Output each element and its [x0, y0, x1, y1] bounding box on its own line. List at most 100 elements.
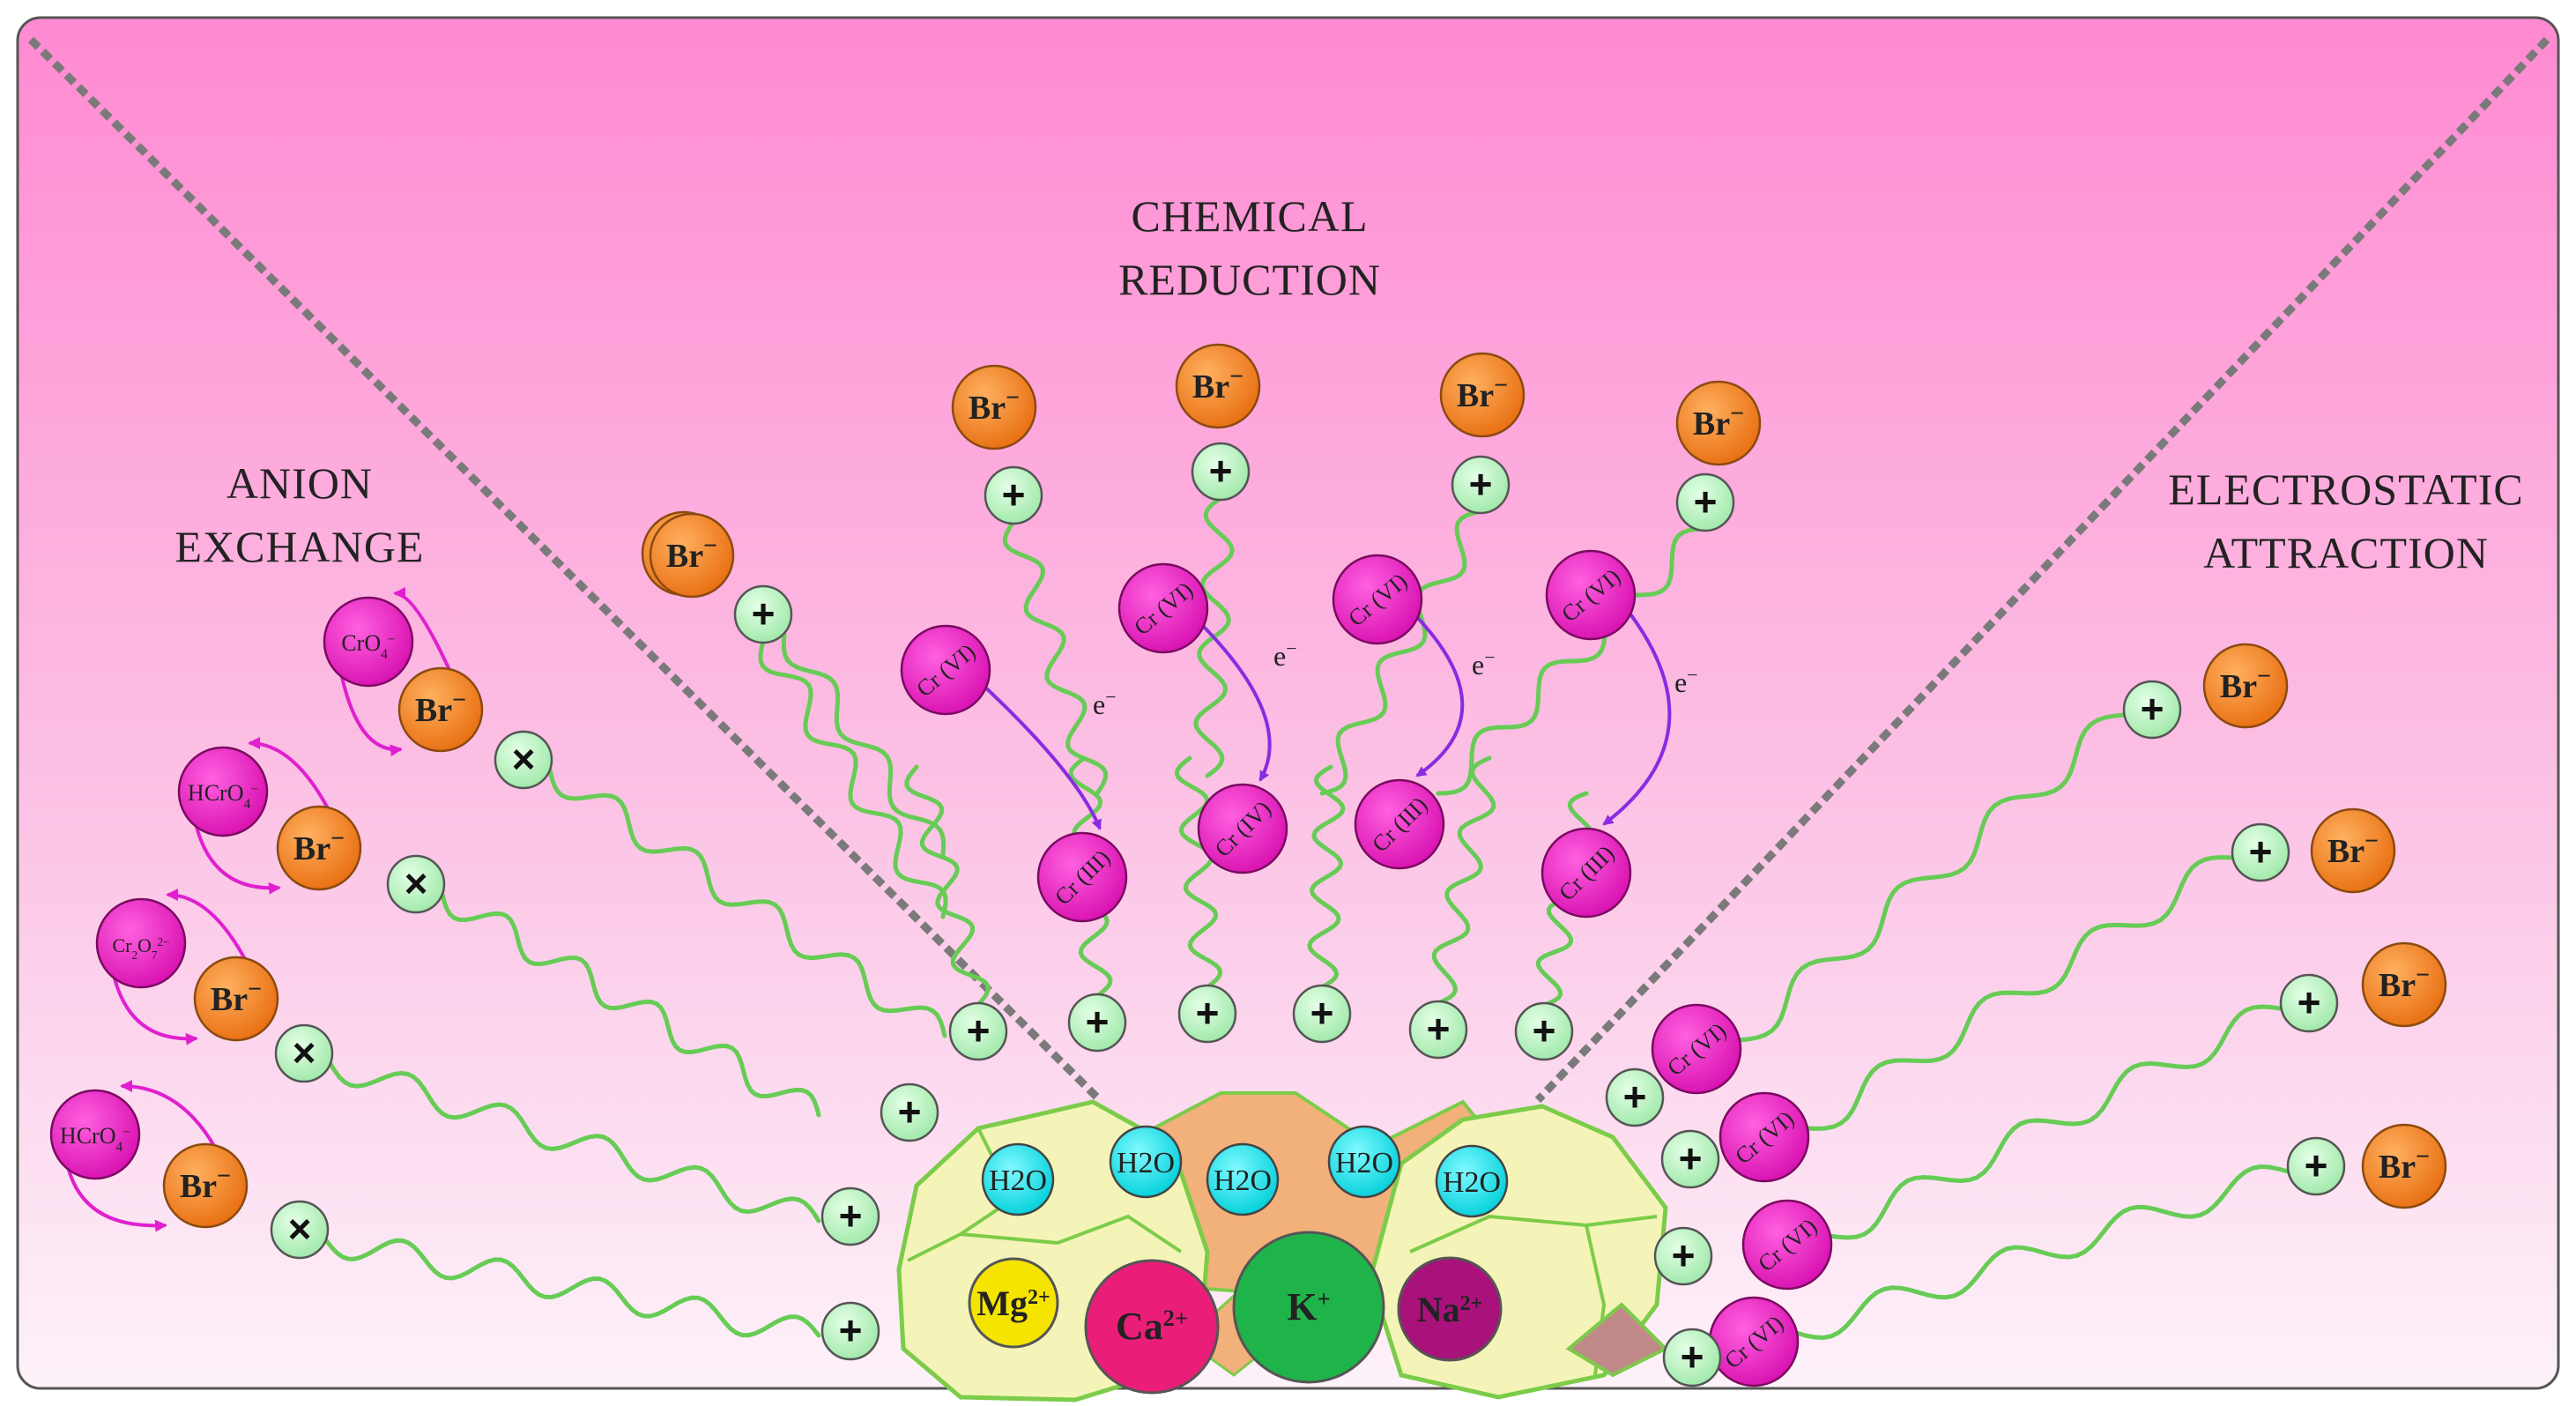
- plus-sign: +: [1672, 1232, 1696, 1278]
- bromide-label: Br−: [2379, 962, 2430, 1005]
- reduction-site-bottom-5: +: [1408, 1000, 1468, 1060]
- reduction-chain-bottom-5: [1431, 755, 1496, 1006]
- reduction-site-bottom-9: +: [820, 1301, 880, 1361]
- plus-sign: +: [1427, 1006, 1451, 1052]
- plus-sign: +: [1623, 1074, 1647, 1120]
- chromate-label: HCrO4−: [60, 1123, 130, 1155]
- electrostatic-site-3: +: [2279, 973, 2339, 1033]
- reduction-cr6-3: Cr (VI): [1332, 554, 1423, 645]
- reduction-chain-top-2: [1002, 519, 1109, 796]
- electrostatic-bound-site-4: +: [1662, 1328, 1722, 1387]
- section-dividers: [27, 36, 2550, 1104]
- title-anion-exchange-line2: EXCHANGE: [175, 522, 425, 571]
- cation-mg: Mg2+: [968, 1257, 1059, 1349]
- electron-transfer-arrow-4: [1602, 606, 1672, 826]
- plus-sign: ×: [293, 1030, 316, 1075]
- reduction-site-bottom-6: +: [1514, 1001, 1574, 1061]
- water-label: H2O: [1117, 1147, 1175, 1179]
- plus-sign: ×: [405, 860, 428, 906]
- ion-nodes: CrO4−Br−×HCrO4−Br−×Cr2O72−Br−×HCrO4−Br−×…: [49, 343, 2447, 1395]
- reduction-chain-bottom-1: [904, 764, 991, 1008]
- electrostatic-cr6-3: Cr (VI): [1741, 1199, 1833, 1291]
- electron-transfer-arrow-2: [1197, 620, 1272, 782]
- cation-ca: Ca2+: [1084, 1259, 1220, 1395]
- electrostatic-bromide-2: Br−: [2310, 807, 2396, 894]
- anion-exchange-bromide-1: Br−: [397, 666, 484, 753]
- anion-exchange-chromate-2: HCrO4−: [177, 746, 269, 837]
- title-chemical-reduction-line2: REDUCTION: [1118, 255, 1381, 304]
- reduction-site-bottom-2: +: [1067, 993, 1127, 1053]
- reduction-site-bottom-8: +: [820, 1187, 880, 1246]
- anion-exchange-chromate-1: CrO4−: [323, 596, 414, 688]
- electrostatic-chain-1: [1736, 712, 2127, 1043]
- title-electrostatic-attraction-line1: ELECTROSTATIC: [2168, 465, 2523, 514]
- exchange-arrow-in-2: [195, 826, 281, 895]
- plus-sign: +: [2305, 1142, 2328, 1188]
- anion-exchange-site-3: ×: [274, 1023, 334, 1083]
- reduction-site-top-3: +: [1191, 442, 1251, 502]
- reduction-cr6-1: Cr (VI): [900, 624, 991, 716]
- reduction-bromide-left: Br−: [649, 512, 735, 599]
- electrostatic-site-1: +: [2122, 680, 2182, 740]
- cation-label: Mg2+: [976, 1283, 1050, 1323]
- electrostatic-chain-2: [1804, 855, 2235, 1131]
- chromate-label: CrO4−: [341, 630, 396, 662]
- exchange-arrow-in-3: [113, 978, 198, 1045]
- reduction-cr-reduced-3: Cr (III): [1354, 778, 1445, 870]
- reduction-cr-reduced-1: Cr (III): [1036, 831, 1128, 923]
- background-panel: [16, 16, 2560, 1390]
- anion-exchange-chain-4: [323, 1238, 821, 1338]
- cation-na: Na2+: [1397, 1256, 1503, 1362]
- electrostatic-bound-site-3: +: [1653, 1226, 1713, 1286]
- title-anion-exchange-line1: ANION: [226, 458, 373, 508]
- water-molecule-5: H2O: [1435, 1144, 1509, 1218]
- clay-block-left-facet: [907, 1214, 1183, 1262]
- exchange-arrow-out-3: [166, 889, 247, 960]
- electrostatic-site-4: +: [2286, 1136, 2346, 1196]
- water-label: H2O: [989, 1164, 1047, 1197]
- electrostatic-bromide-1: Br−: [2202, 643, 2289, 729]
- plus-sign: +: [967, 1008, 991, 1053]
- reduction-cr6-4: Cr (VI): [1545, 549, 1637, 641]
- cation-label: K+: [1287, 1285, 1330, 1328]
- water-label: H2O: [1443, 1166, 1501, 1199]
- title-chemical-reduction-line1: CHEMICAL: [1131, 191, 1368, 241]
- exchange-arrow-in-4: [67, 1169, 167, 1232]
- reduction-chain-bottom-3: [1174, 755, 1223, 990]
- exchange-arrow-out-1: [393, 587, 451, 671]
- reduction-site-top-2: +: [984, 465, 1043, 525]
- electron-transfer-arrow-3: [1411, 611, 1465, 777]
- exchange-arrow-out-4: [120, 1080, 216, 1148]
- electrostatic-bound-site-2: +: [1660, 1129, 1720, 1189]
- reduction-bromide-5: Br−: [1675, 380, 1762, 466]
- electrostatic-cr6-2: Cr (VI): [1719, 1091, 1810, 1183]
- reduction-cr6-2: Cr (VI): [1117, 562, 1209, 654]
- reduction-chain-top-4: [1319, 509, 1483, 796]
- electron-label-2: e−: [1273, 637, 1297, 673]
- plus-sign: +: [1681, 1334, 1704, 1380]
- plus-sign: ×: [288, 1206, 312, 1252]
- anion-exchange-chain-3: [328, 1061, 821, 1224]
- reduction-bromide-2: Br−: [951, 364, 1037, 450]
- reduction-bromide-3: Br−: [1175, 343, 1261, 429]
- electron-transfer-arrow-1: [979, 681, 1102, 830]
- reduction-site-top-5: +: [1675, 472, 1735, 532]
- plus-sign: +: [752, 591, 776, 636]
- plus-sign: +: [898, 1089, 922, 1134]
- title-electrostatic-attraction-line2: ATTRACTION: [2203, 528, 2489, 577]
- transfer-arrows: [67, 587, 1672, 1232]
- plus-sign: +: [839, 1307, 863, 1353]
- plus-sign: +: [1694, 479, 1718, 524]
- reduction-site-top-1: +: [733, 584, 793, 644]
- anion-exchange-site-4: ×: [270, 1200, 330, 1260]
- bromide-label: Br−: [2379, 1143, 2430, 1187]
- reduction-chain-top-1: [758, 638, 948, 919]
- plus-sign: +: [1002, 472, 1026, 517]
- water-molecule-3: H2O: [1206, 1142, 1280, 1216]
- electrostatic-bromide-3: Br−: [2361, 941, 2447, 1028]
- electrostatic-bromide-4: Br−: [2361, 1123, 2447, 1209]
- plus-sign: +: [1086, 999, 1110, 1045]
- anion-exchange-site-1: ×: [494, 730, 553, 790]
- cation-k: K+: [1232, 1231, 1385, 1384]
